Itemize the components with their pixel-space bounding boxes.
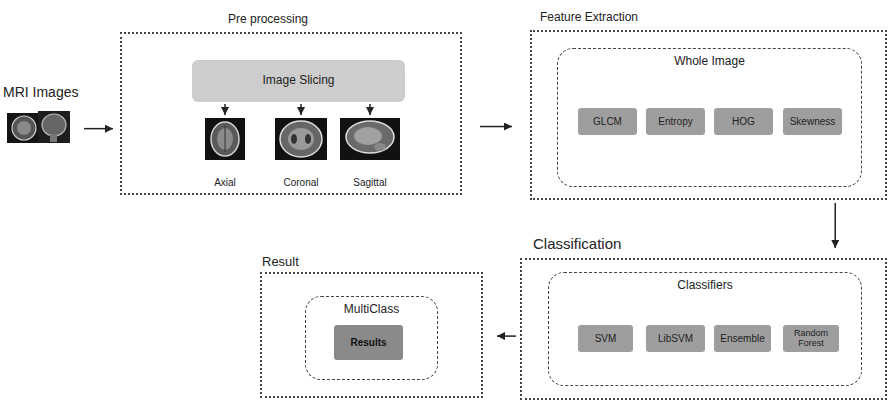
classifier-box: SVM xyxy=(578,325,633,352)
mri-thumbnails xyxy=(7,111,70,143)
group-panel: MultiClassResults xyxy=(305,296,438,380)
box-label: Ensemble xyxy=(720,333,764,344)
group-panel: ClassifiersSVM LibSVM Ensemble Random Fores… xyxy=(548,272,862,386)
flow-arrow xyxy=(480,126,512,128)
panel-heading: MRI Images xyxy=(3,84,78,100)
brain-inner xyxy=(354,127,382,145)
brain-outline xyxy=(346,121,394,153)
slice-view: Sagittal xyxy=(338,116,402,188)
panel-heading: Result xyxy=(262,254,299,269)
brain-outline xyxy=(42,114,66,136)
result-box: Results xyxy=(334,325,403,360)
image-source: MRI Images xyxy=(3,84,81,146)
brain-outline xyxy=(280,121,322,157)
panel-heading: Pre processing xyxy=(228,12,308,26)
box-label: HOG xyxy=(732,116,755,127)
coronal-thumbnail xyxy=(275,118,327,160)
box-label: Random Forest xyxy=(786,329,836,349)
ventricle xyxy=(305,134,311,144)
box-label: LibSVM xyxy=(658,333,693,344)
panel-heading: MultiClass xyxy=(306,302,437,316)
flow-arrow xyxy=(369,104,371,115)
sagittal-thumbnail xyxy=(340,118,400,160)
mri-slice xyxy=(340,118,400,160)
brain-inner xyxy=(288,128,314,150)
panel-heading: Classification xyxy=(533,235,621,252)
mri-scan xyxy=(38,111,70,143)
cerebellum xyxy=(374,143,386,151)
box-label: Entropy xyxy=(658,116,692,127)
stage-panel: Feature ExtractionWhole ImageGLCMEntropy… xyxy=(530,30,887,200)
mri-slice xyxy=(275,118,327,160)
flow-arrow xyxy=(497,335,516,337)
mri-scan xyxy=(7,113,41,143)
brain-fissure xyxy=(225,126,226,152)
brain-inner xyxy=(17,121,31,135)
box-label: Results xyxy=(350,337,386,348)
flow-arrow xyxy=(834,203,836,248)
ventricle xyxy=(291,134,297,144)
feature-box: Skewness xyxy=(783,108,842,135)
classifier-box: LibSVM xyxy=(646,325,705,352)
group-panel: Whole ImageGLCM Entropy HOG Skewness xyxy=(557,48,862,187)
box-label: Image Slicing xyxy=(262,74,334,87)
stage-panel: Pre processingImage SlicingAxialCoronalS… xyxy=(120,32,462,195)
view-caption: Sagittal xyxy=(328,177,412,188)
axial-thumbnail xyxy=(205,118,245,160)
feature-box: Entropy xyxy=(646,108,705,135)
box-label: SVM xyxy=(595,333,617,344)
brain-outline xyxy=(211,122,239,156)
flow-arrow xyxy=(300,104,302,115)
panel-heading: Feature Extraction xyxy=(540,10,638,24)
process-box: Image Slicing xyxy=(192,60,405,102)
panel-heading: Classifiers xyxy=(549,278,861,292)
classifier-box: Random Forest xyxy=(783,325,839,352)
classifier-box: Ensemble xyxy=(714,325,771,352)
box-label: Skewness xyxy=(790,116,836,127)
stage-panel: ClassificationClassifiersSVMLibSVMEnsemb… xyxy=(520,258,887,400)
view-caption: Coronal xyxy=(262,177,340,188)
panel-heading: Whole Image xyxy=(558,54,861,68)
box-label: GLCM xyxy=(593,116,622,127)
flow-arrow xyxy=(224,104,226,115)
view-caption: Axial xyxy=(193,177,257,188)
feature-box: GLCM xyxy=(578,108,637,135)
brain-outline xyxy=(12,116,36,140)
brain-stem xyxy=(50,134,57,142)
feature-box: HOG xyxy=(714,108,773,135)
mri-slice xyxy=(205,118,245,160)
stage-panel: ResultMultiClassResults xyxy=(260,272,483,398)
slice-view: Coronal xyxy=(272,116,330,188)
slice-view: Axial xyxy=(203,116,247,188)
flow-arrow xyxy=(84,128,113,130)
